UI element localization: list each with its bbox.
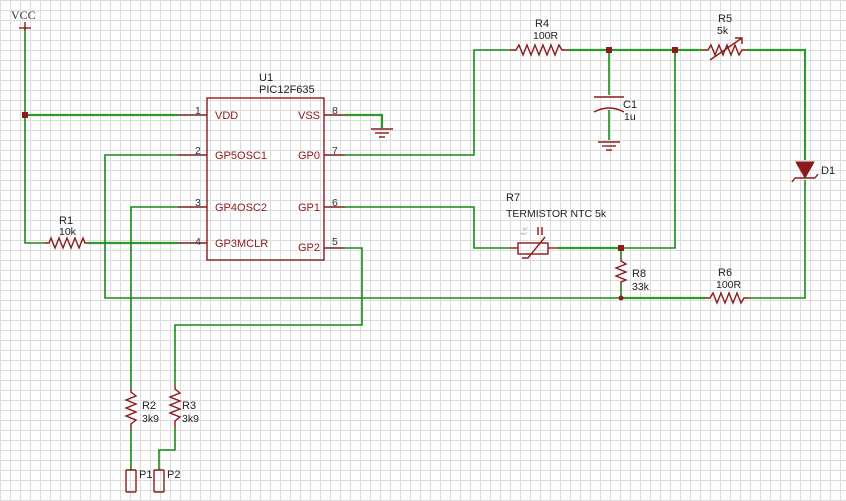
pin-label-gp2: GP2 xyxy=(298,242,320,254)
wire-gp4-r2[interactable] xyxy=(130,206,178,388)
junction-c1 xyxy=(606,47,612,53)
vcc-symbol[interactable]: VCC xyxy=(11,8,36,30)
r6-ref: R6 xyxy=(718,267,732,279)
r7-value: TERMISTOR NTC 5k xyxy=(506,208,607,220)
pin-label-gp1: GP1 xyxy=(298,202,320,214)
capacitor-c1[interactable]: C1 1u xyxy=(593,96,637,151)
resistor-r2[interactable]: R2 3k9 xyxy=(124,388,159,430)
wire-gp5-loop[interactable] xyxy=(104,154,621,299)
r3-value: 3k9 xyxy=(182,413,199,425)
vcc-label: VCC xyxy=(11,8,36,22)
thermistor-r7[interactable]: -tc° +tc° R7 TERMISTOR NTC 5k xyxy=(506,192,607,259)
resistor-r6[interactable]: R6 100R xyxy=(705,267,750,305)
wire-gp1-r7[interactable] xyxy=(345,206,510,249)
c1-value: 1u xyxy=(624,111,636,123)
ic-ref: U1 xyxy=(259,72,273,84)
r1-ref: R1 xyxy=(59,215,73,227)
wire-r5-d1[interactable] xyxy=(747,48,807,160)
wire-r3-p2[interactable] xyxy=(158,428,176,470)
r8-ref: R8 xyxy=(632,268,646,280)
resistor-r1[interactable]: R1 10k xyxy=(45,215,88,250)
pin-number: 3 xyxy=(195,197,201,209)
p2-ref: P2 xyxy=(167,469,180,481)
pin-number: 5 xyxy=(332,236,338,248)
junction-r8-r6 xyxy=(618,295,624,301)
pin-label-vdd: VDD xyxy=(215,110,238,122)
c1-ref: C1 xyxy=(623,99,637,111)
wire-node-to-r7[interactable] xyxy=(621,50,676,249)
pin-number: 6 xyxy=(332,197,338,209)
ic-part: PIC12F635 xyxy=(259,84,315,96)
r4-ref: R4 xyxy=(535,18,549,30)
r2-value: 3k9 xyxy=(142,413,159,425)
r5-ref: R5 xyxy=(718,13,732,25)
ic-u1[interactable]: U1 PIC12F635 1 2 3 4 8 7 6 5 VDD GP5OSC1… xyxy=(178,72,345,261)
r4-value: 100R xyxy=(533,30,559,42)
wire-gp2-r3[interactable] xyxy=(174,247,363,385)
pin-label-gp3mclr: GP3MCLR xyxy=(215,238,268,250)
pin-label-vss: VSS xyxy=(298,110,320,122)
wires xyxy=(24,28,807,470)
junction-r7-r8 xyxy=(618,245,624,251)
r7-tc-plus: +tc° xyxy=(520,231,527,236)
connector-p1[interactable]: P1 xyxy=(125,469,152,493)
pin-number: 2 xyxy=(195,145,201,157)
wire-gp0-r4[interactable] xyxy=(345,49,510,156)
r7-ref: R7 xyxy=(506,192,520,204)
wire-vss-gnd[interactable] xyxy=(345,113,384,128)
r8-value: 33k xyxy=(632,281,650,293)
pin-number: 1 xyxy=(195,105,201,117)
diode-d1[interactable]: D1 xyxy=(791,161,835,183)
wire-d1-r6[interactable] xyxy=(750,180,806,299)
r5-value: 5k xyxy=(717,25,729,37)
d1-ref: D1 xyxy=(821,165,835,177)
ground-symbol[interactable] xyxy=(371,128,393,138)
resistor-r8[interactable]: R8 33k xyxy=(614,258,650,293)
p1-ref: P1 xyxy=(139,469,152,481)
junctions xyxy=(22,47,678,301)
pin-number: 4 xyxy=(195,236,201,248)
junction-r4-r5 xyxy=(672,47,678,53)
junction-vcc xyxy=(22,112,28,118)
pin-number: 8 xyxy=(332,105,338,117)
pin-label-gp5osc1: GP5OSC1 xyxy=(215,150,267,162)
wire-vcc-trunk[interactable] xyxy=(24,28,45,244)
connector-p2[interactable]: P2 xyxy=(153,469,180,493)
r7-tc-minus: -tc° xyxy=(522,226,528,231)
r1-value: 10k xyxy=(59,226,77,238)
r6-value: 100R xyxy=(716,279,742,291)
r3-ref: R3 xyxy=(182,400,196,412)
resistor-r4[interactable]: R4 100R xyxy=(510,18,568,57)
resistor-r3[interactable]: R3 3k9 xyxy=(168,385,199,428)
pin-label-gp0: GP0 xyxy=(298,150,320,162)
resistor-r5[interactable]: R5 5k xyxy=(702,13,747,61)
pin-number: 7 xyxy=(332,145,338,157)
pin-label-gp4osc2: GP4OSC2 xyxy=(215,202,267,214)
r2-ref: R2 xyxy=(142,400,156,412)
